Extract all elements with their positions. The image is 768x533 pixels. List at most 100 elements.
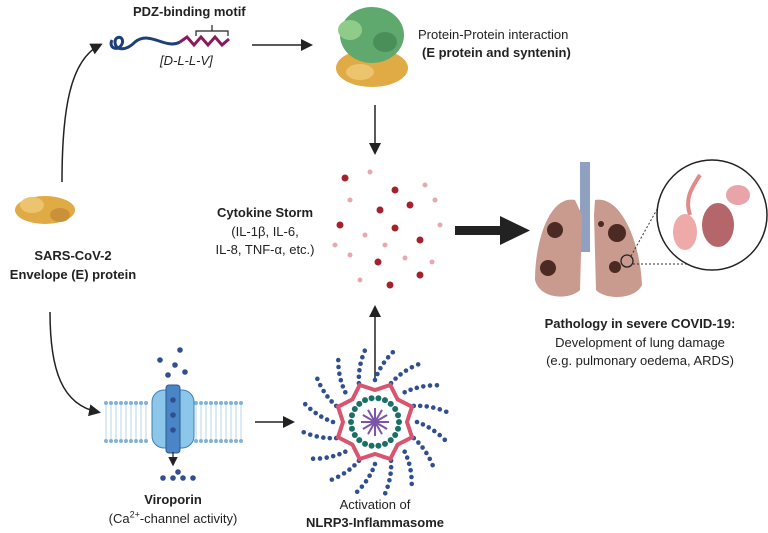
cytokine-particle <box>348 198 353 203</box>
asc-filament-bead <box>367 473 372 478</box>
lipid-head <box>124 439 128 443</box>
calcium-ion <box>172 362 178 368</box>
asc-filament-bead <box>336 358 341 363</box>
asc-filament-bead <box>337 371 342 376</box>
ppi-line1: Protein-Protein interaction <box>418 26 568 44</box>
calcium-ion <box>170 475 176 481</box>
asc-filament-bead <box>444 409 449 414</box>
lipid-head <box>104 439 108 443</box>
asc-filament-bead <box>347 467 352 472</box>
asc-filament-bead <box>342 471 347 476</box>
asc-filament-bead <box>373 462 378 467</box>
lipid-head <box>129 439 133 443</box>
cytokine-particle <box>392 187 399 194</box>
caspase-bead <box>395 412 401 418</box>
asc-filament-bead <box>418 404 423 409</box>
asc-filament-bead <box>420 445 425 450</box>
asc-filament-bead <box>343 449 348 454</box>
asc-filament-bead <box>437 407 442 412</box>
lipid-head <box>224 439 228 443</box>
lipid-head <box>234 439 238 443</box>
caspase-bead <box>375 443 381 449</box>
inflammasome-line2: NLRP3-Inflammasome <box>300 514 450 532</box>
asc-filament-bead <box>314 434 319 439</box>
cytokine-particles <box>333 170 443 289</box>
asc-filament-bead <box>321 389 326 394</box>
lipid-head <box>109 439 113 443</box>
asc-filament-bead <box>431 405 436 410</box>
asc-filament-bead <box>415 420 420 425</box>
asc-filament-bead <box>331 420 336 425</box>
caspase-bead <box>388 437 394 443</box>
asc-filament-bead <box>427 457 432 462</box>
lipid-head <box>229 401 233 405</box>
cytokine-particle <box>377 207 384 214</box>
lipid-head <box>139 401 143 405</box>
asc-filament-bead <box>343 390 348 395</box>
lipid-head <box>204 401 208 405</box>
asc-filament-bead <box>432 429 437 434</box>
asc-filament-bead <box>393 376 398 381</box>
asc-filament-bead <box>424 404 429 409</box>
cytokine-particle <box>417 237 424 244</box>
caspase-bead <box>369 395 375 401</box>
calcium-ion <box>190 475 196 481</box>
asc-filament-bead <box>340 384 345 389</box>
asc-filament-bead <box>358 361 363 366</box>
asc-filament-bead <box>308 407 313 412</box>
lipid-head <box>134 439 138 443</box>
lipid-head <box>209 401 213 405</box>
asc-filament-bead <box>318 383 323 388</box>
pathology-line2: (e.g. pulmonary oedema, ARDS) <box>530 352 750 370</box>
caspase-bead <box>388 401 394 407</box>
lipid-head <box>234 401 238 405</box>
asc-filament-bead <box>426 425 431 430</box>
lipid-head <box>199 401 203 405</box>
asc-filament-bead <box>325 417 330 422</box>
asc-filament-bead <box>336 474 341 479</box>
cytokine-line2: IL-8, TNF-α, etc.) <box>195 241 335 259</box>
asc-filament-bead <box>409 482 414 487</box>
asc-filament-bead <box>318 456 323 461</box>
asc-filament-bead <box>437 433 442 438</box>
asc-filament-bead <box>331 454 336 459</box>
asc-filament-bead <box>311 456 316 461</box>
asc-filament-bead <box>407 462 412 467</box>
asc-filament-bead <box>442 438 447 443</box>
cytokine-title: Cytokine Storm <box>195 204 335 222</box>
cytokine-particle <box>433 198 438 203</box>
caspase-bead <box>395 426 401 432</box>
pathology-title: Pathology in severe COVID-19: <box>530 315 750 333</box>
caspase-bead <box>392 406 398 412</box>
lungs-illustration <box>535 160 767 297</box>
caspase-bead <box>348 419 354 425</box>
lipid-head <box>139 439 143 443</box>
asc-filament-bead <box>352 463 357 468</box>
lipid-head <box>119 439 123 443</box>
asc-filament-bead <box>321 435 326 440</box>
lipid-head <box>114 401 118 405</box>
caspase-bead <box>349 426 355 432</box>
asc-filament-bead <box>385 484 390 489</box>
lipid-head <box>204 439 208 443</box>
calcium-ion <box>175 469 181 475</box>
asc-filament-bead <box>389 465 394 470</box>
calcium-ion <box>157 357 163 363</box>
lipid-head <box>209 439 213 443</box>
asc-filament-bead <box>301 430 306 435</box>
asc-filament-bead <box>357 374 362 379</box>
asc-filament-bead <box>415 386 420 391</box>
asc-filament-bead <box>402 449 407 454</box>
asc-filament-bead <box>402 390 407 395</box>
asc-filament-bead <box>308 432 313 437</box>
pdz-sequence: [D-L-L-V] <box>160 52 210 70</box>
asc-filament-bead <box>364 479 369 484</box>
asc-filament-bead <box>370 468 375 473</box>
lipid-head <box>214 401 218 405</box>
asc-filament-bead <box>336 365 341 370</box>
lipid-head <box>194 439 198 443</box>
caspase-bead <box>356 401 362 407</box>
calcium-ion <box>170 397 176 403</box>
envelope-protein-illustration <box>15 196 75 224</box>
asc-filament-bead <box>373 378 378 383</box>
